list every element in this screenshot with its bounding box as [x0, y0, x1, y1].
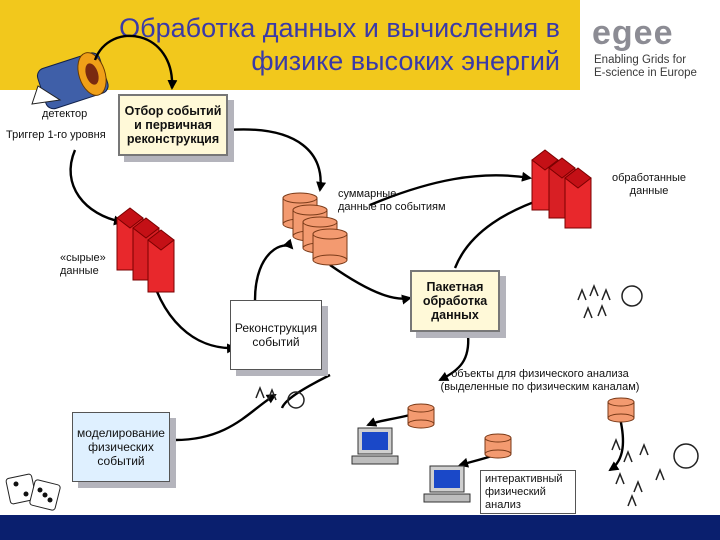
arrow-reconstruction-sim [280, 373, 331, 409]
arrow-sim-reconstruction [174, 393, 277, 442]
batch-processing-line-1: Пакетная [426, 280, 484, 294]
arrow-objects-terminal3 [608, 417, 625, 472]
physics-objects-line-1: объекты для физического анализа [451, 368, 629, 380]
arrow-selection-summary [227, 128, 327, 192]
simulation-box: моделирование физических событий [72, 412, 170, 482]
interactive-analysis-line-1: интерактивный [485, 473, 563, 485]
batch-processing-line-2: обработка [422, 294, 488, 308]
trigger-label: Триггер 1-го уровня [6, 129, 106, 141]
arrow-summary-batch [329, 264, 412, 305]
interactive-analysis-line-2: физический [485, 486, 546, 498]
raw-data-storage-icon [116, 207, 175, 293]
summary-data-line-2: данные по событиям [338, 201, 446, 213]
interactive-analysis-box: интерактивный физический анализ [480, 470, 576, 514]
raw-data-label: «сырые» данные [60, 252, 106, 278]
simulation-line-2: физических [88, 440, 154, 454]
detector-label: детектор [42, 108, 88, 120]
logo-tagline-2: E-science in Europe [594, 67, 697, 79]
page-title: Обработка данных и вычисления в физике в… [60, 12, 560, 78]
event-selection-box: Отбор событий и первичная реконструкция [118, 94, 228, 156]
detector-icon [31, 52, 109, 110]
event-selection-line-1: Отбор событий [124, 104, 222, 118]
summary-data-line-1: суммарные [338, 188, 397, 200]
terminal-icon [423, 465, 471, 503]
arrow-batch-objects [438, 334, 470, 382]
histogram-glyphs-icon [577, 283, 643, 319]
histogram-glyphs-icon [255, 385, 305, 409]
egee-logo-word: egee [592, 14, 674, 52]
processed-data-line-2: данные [629, 185, 669, 197]
event-reconstruction-line-1: Реконструкция [234, 321, 318, 335]
interactive-analysis-line-3: анализ [485, 499, 521, 511]
summary-data-disks-icon [282, 192, 348, 266]
batch-processing-line-3: данных [431, 308, 479, 322]
processed-data-line-1: обработанные [612, 172, 687, 184]
egee-logo-tagline: Enabling Grids for E-science in Europe [594, 54, 697, 80]
event-selection-line-3: реконструкция [126, 132, 220, 146]
processed-data-storage-icon [531, 149, 592, 229]
physics-objects-line-2: (выделенные по физическим каналам) [440, 381, 640, 393]
summary-data-label: суммарные данные по событиям [338, 188, 446, 214]
arrow-summary-processed [369, 171, 532, 207]
arrow-trigger-raw [69, 149, 124, 226]
simulation-line-3: событий [97, 454, 145, 468]
dice-icon [5, 473, 61, 511]
analysis-object-disks-icon [407, 397, 635, 459]
raw-data-line-1: «сырые» [60, 252, 106, 264]
terminal-icon [351, 427, 399, 465]
arrow-objects-terminal1 [366, 413, 411, 427]
arrow-reconstruction-summary [253, 238, 294, 301]
footer-bar [0, 515, 720, 540]
title-line-1: Обработка данных и вычисления в [119, 13, 560, 43]
title-line-2: физике высоких энергий [251, 46, 560, 76]
simulation-line-1: моделирование [77, 426, 165, 440]
raw-data-line-2: данные [60, 265, 99, 277]
physics-objects-label: объекты для физического анализа (выделен… [420, 368, 660, 394]
event-reconstruction-line-2: событий [252, 335, 300, 349]
event-reconstruction-box: Реконструкция событий [230, 300, 322, 370]
batch-processing-box: Пакетная обработка данных [410, 270, 500, 332]
logo-tagline-1: Enabling Grids for [594, 54, 687, 66]
arrow-detector-selection [93, 34, 178, 90]
egee-logo [585, 0, 720, 90]
processed-data-label: обработанные данные [612, 172, 686, 198]
histogram-glyphs-icon [611, 437, 699, 507]
event-selection-line-2: и первичная [134, 118, 212, 132]
